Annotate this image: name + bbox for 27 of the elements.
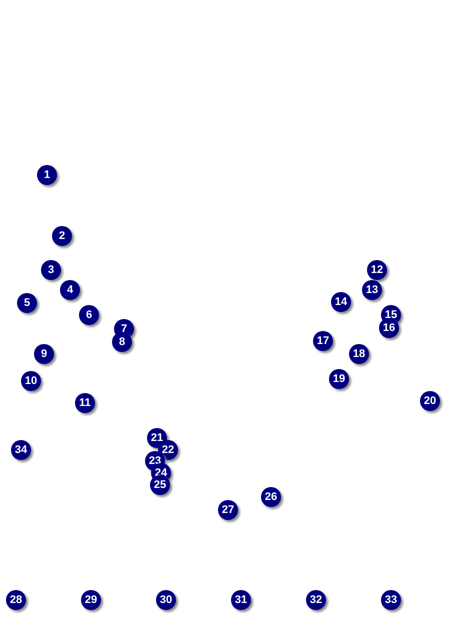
callout-number: 30 [156, 590, 176, 610]
callout-number: 1 [37, 165, 57, 185]
callout-number: 16 [379, 318, 399, 338]
callout-number: 29 [81, 590, 101, 610]
callout-number: 14 [331, 292, 351, 312]
callout-number: 5 [17, 293, 37, 313]
callout-number: 10 [21, 371, 41, 391]
callout-number: 6 [79, 305, 99, 325]
callout-number: 26 [261, 487, 281, 507]
callout-number: 9 [34, 344, 54, 364]
callout-number: 4 [60, 280, 80, 300]
callout-number: 34 [11, 440, 31, 460]
callout-number: 28 [6, 590, 26, 610]
callout-number: 31 [231, 590, 251, 610]
callout-number: 2 [52, 226, 72, 246]
callout-number: 12 [367, 260, 387, 280]
callout-number: 8 [112, 332, 132, 352]
callout-number: 11 [75, 393, 95, 413]
callout-number: 3 [41, 260, 61, 280]
callout-number: 27 [218, 500, 238, 520]
callout-number: 18 [349, 344, 369, 364]
callout-number: 32 [306, 590, 326, 610]
callout-number: 20 [420, 391, 440, 411]
callout-number: 33 [381, 590, 401, 610]
callout-number: 19 [329, 369, 349, 389]
callout-number: 13 [362, 280, 382, 300]
callout-number: 17 [313, 331, 333, 351]
